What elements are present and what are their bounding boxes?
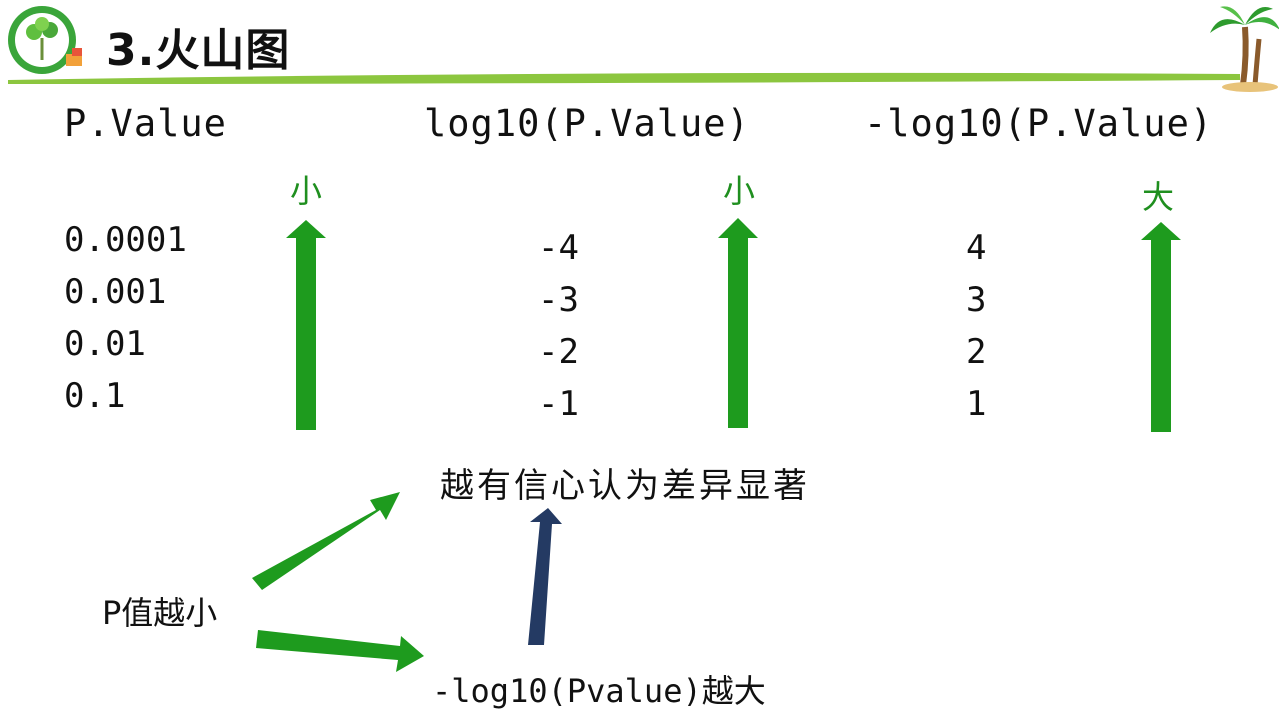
up-arrow-1	[286, 220, 326, 430]
column-header-log10: log10(P.Value)	[424, 102, 750, 145]
list-item: -2	[538, 332, 579, 372]
list-item: 0.001	[64, 272, 167, 312]
direction-label-large: 大	[1142, 178, 1175, 216]
page-title: 3.火山图	[106, 25, 291, 76]
list-item: 1	[966, 384, 987, 424]
list-item: -3	[538, 280, 579, 320]
list-item: 0.1	[64, 376, 126, 416]
cause-text: P值越小	[102, 594, 218, 632]
diagonal-arrow-down	[256, 630, 424, 672]
list-item: 4	[966, 228, 987, 268]
navy-up-arrow	[528, 508, 562, 645]
up-arrow-3	[1141, 222, 1181, 432]
list-item: -4	[538, 228, 579, 268]
effect-text: -log10(Pvalue)越大	[432, 672, 766, 710]
conclusion-text: 越有信心认为差异显著	[440, 466, 810, 506]
pvalue-list: 0.0001 0.001 0.01 0.1	[64, 214, 187, 422]
direction-label-small-2: 小	[723, 172, 756, 210]
palm-tree-icon	[1210, 6, 1279, 92]
list-item: 2	[966, 332, 987, 372]
direction-label-small-1: 小	[290, 172, 323, 210]
diagonal-arrow-up	[252, 492, 400, 590]
list-item: 0.01	[64, 324, 146, 364]
list-item: 0.0001	[64, 220, 187, 260]
up-arrow-2	[718, 218, 758, 428]
list-item: 3	[966, 280, 987, 320]
list-item: -1	[538, 384, 579, 424]
column-header-pvalue: P.Value	[64, 102, 227, 145]
neg-log10-list: 4 3 2 1	[966, 222, 986, 430]
title-underline	[8, 72, 1240, 84]
column-header-neg-log10: -log10(P.Value)	[864, 102, 1214, 145]
log10-list: -4 -3 -2 -1	[538, 222, 579, 430]
logo-badge-icon	[8, 6, 82, 74]
